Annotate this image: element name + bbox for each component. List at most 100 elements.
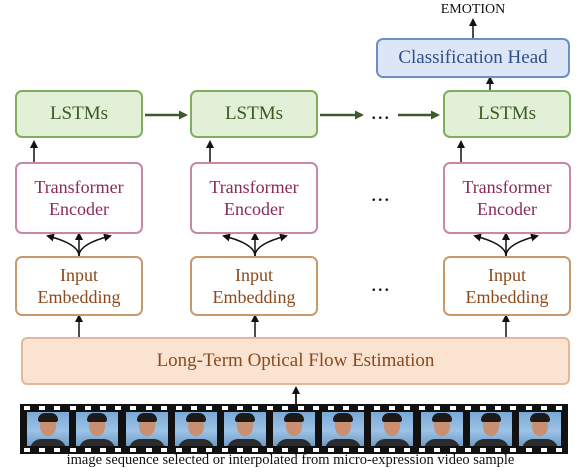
video-frame (76, 412, 119, 446)
film-hole (434, 448, 441, 452)
film-hole (328, 448, 334, 452)
input-embedding-1: Input Embedding (15, 256, 143, 316)
embedding-line2: Embedding (465, 287, 549, 307)
film-hole (343, 406, 350, 410)
caption: image sequence selected or interpolated … (66, 452, 515, 468)
video-frame (420, 412, 463, 446)
film-hole (419, 406, 426, 410)
shirt-shape (472, 439, 509, 446)
embedding-line2: Embedding (37, 287, 121, 307)
film-hole (24, 406, 30, 410)
film-hole (480, 448, 486, 452)
encoder-line2: Encoder (49, 199, 109, 219)
film-hole (404, 448, 410, 452)
embedding-line1: Input (60, 264, 98, 285)
shirt-shape (374, 439, 411, 446)
hair-shape (136, 413, 157, 422)
encoder-line2: Encoder (477, 199, 537, 219)
classification-head: Classification Head (376, 38, 570, 78)
encoder-line1: Transformer (34, 176, 124, 197)
hair-shape (382, 413, 403, 422)
ellipsis-embedding: ... (371, 271, 391, 296)
film-hole (191, 406, 198, 410)
emotion-label: EMOTION (440, 2, 506, 17)
film-hole (540, 406, 547, 410)
embedding-line2: Embedding (212, 287, 296, 307)
film-hole (525, 448, 532, 452)
video-frame (371, 412, 414, 446)
film-hole (24, 448, 30, 452)
hair-shape (480, 413, 501, 422)
film-strip (20, 404, 568, 454)
ellipsis-encoder: ... (371, 181, 391, 206)
film-hole (282, 448, 289, 452)
hair-shape (333, 413, 354, 422)
film-hole (130, 448, 137, 452)
film-hole (221, 448, 228, 452)
transformer-encoder-3: Transformer Encoder (443, 162, 571, 234)
film-hole (495, 448, 502, 452)
video-frame (273, 412, 315, 446)
ellipsis-lstm: ... (371, 99, 391, 124)
film-hole (206, 448, 213, 452)
film-hole (464, 448, 471, 452)
hair-shape (529, 413, 550, 422)
hair-shape (234, 413, 255, 422)
film-hole (388, 406, 395, 410)
film-hole (434, 406, 441, 410)
film-hole (160, 448, 167, 452)
film-hole (510, 406, 517, 410)
encoder-line1: Transformer (209, 176, 299, 197)
film-hole (236, 406, 243, 410)
shirt-shape (521, 439, 558, 446)
film-hole (267, 448, 274, 452)
lstm-box-3: LSTMs (443, 90, 571, 138)
film-hole (480, 406, 486, 410)
film-hole (39, 406, 46, 410)
film-hole (297, 406, 304, 410)
film-hole (221, 406, 228, 410)
film-hole (145, 448, 152, 452)
film-hole (373, 406, 380, 410)
film-hole (115, 448, 122, 452)
film-hole (252, 406, 258, 410)
shirt-shape (276, 439, 312, 446)
embedding-line1: Input (235, 264, 273, 285)
hair-shape (284, 413, 304, 422)
film-hole (449, 406, 456, 410)
film-hole (191, 448, 198, 452)
optical-flow-box: Long-Term Optical Flow Estimation (21, 337, 570, 385)
film-hole (160, 406, 167, 410)
transformer-encoder-2: Transformer Encoder (190, 162, 318, 234)
film-hole (54, 406, 61, 410)
hair-shape (185, 413, 206, 422)
encoder-line2: Encoder (224, 199, 284, 219)
fan-arrows-3 (473, 232, 539, 257)
film-hole (328, 406, 334, 410)
hair-shape (38, 413, 59, 422)
lstm-box-1: LSTMs (15, 90, 143, 138)
film-hole (84, 406, 91, 410)
hair-shape (87, 413, 108, 422)
fan-arrows-2 (222, 232, 288, 257)
film-hole (373, 448, 380, 452)
film-hole (388, 448, 395, 452)
shirt-shape (177, 439, 214, 446)
hair-shape (431, 413, 452, 422)
film-hole (267, 406, 274, 410)
shirt-shape (128, 439, 165, 446)
film-hole (69, 406, 76, 410)
shirt-shape (325, 439, 362, 446)
video-frame (125, 412, 168, 446)
film-hole (358, 448, 365, 452)
film-hole (358, 406, 365, 410)
film-hole (449, 448, 456, 452)
input-embedding-3: Input Embedding (443, 256, 571, 316)
video-frame (469, 412, 512, 446)
shirt-shape (226, 439, 263, 446)
film-hole (282, 406, 289, 410)
film-hole (84, 448, 91, 452)
shirt-shape (423, 439, 460, 446)
film-hole (510, 448, 517, 452)
